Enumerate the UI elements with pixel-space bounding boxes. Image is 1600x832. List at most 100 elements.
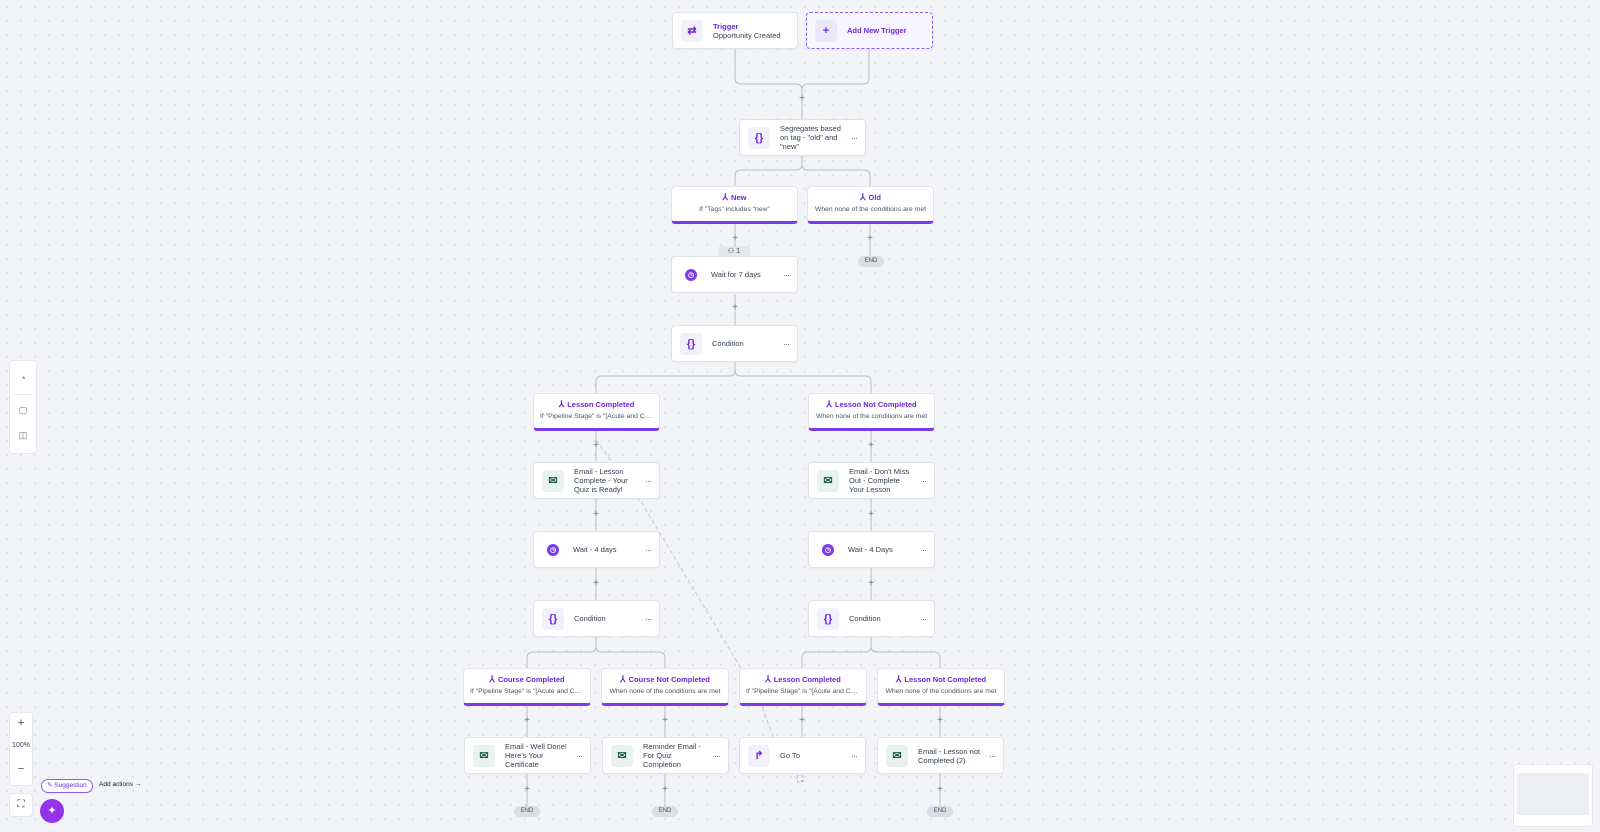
- branch-lesson-not-completed[interactable]: ⅄Lesson Not Completed When none of the c…: [808, 393, 935, 431]
- branch-title: Old: [868, 193, 882, 202]
- branch-icon: ⅄: [765, 674, 771, 684]
- add-step-plus[interactable]: +: [662, 784, 668, 795]
- person-icon: ⚇: [727, 248, 737, 255]
- clock-icon: ◷: [547, 543, 559, 556]
- minimap[interactable]: [1513, 764, 1593, 827]
- add-step-plus[interactable]: +: [732, 302, 738, 313]
- branch-old[interactable]: ⅄Old When none of the conditions are met: [807, 186, 934, 224]
- branch-icon: ⅄: [860, 192, 866, 202]
- branch-icon: ⅄: [489, 674, 495, 684]
- add-step-plus[interactable]: +: [593, 440, 599, 451]
- wait-label: Wait - 4 days: [573, 545, 617, 554]
- branch-subtitle: When none of the conditions are met: [885, 688, 997, 695]
- add-actions-link[interactable]: Add actions →: [99, 781, 141, 788]
- suggestion-button[interactable]: ✎ Suggestion: [41, 779, 93, 793]
- note-icon[interactable]: ◫: [18, 430, 28, 440]
- more-icon[interactable]: ···: [576, 750, 583, 761]
- clock-icon: ◷: [685, 268, 697, 281]
- more-icon[interactable]: ···: [783, 338, 790, 349]
- contacts-count: 1: [736, 248, 741, 255]
- email-certificate-node[interactable]: ✉ Email - Well Done! Here's Your Certifi…: [464, 737, 591, 774]
- condition-label: Condition: [849, 614, 881, 623]
- add-step-plus[interactable]: +: [524, 784, 530, 795]
- add-step-plus[interactable]: +: [524, 715, 530, 726]
- branch-subtitle: If "Tags" includes "new": [699, 206, 770, 213]
- email-dont-miss-node[interactable]: ✉ Email - Don't Miss Out - Complete Your…: [808, 462, 935, 499]
- segregate-node[interactable]: {} Segregates based on tag - "old" and "…: [739, 119, 866, 156]
- goto-node[interactable]: ↱ Go To ···: [739, 737, 866, 774]
- braces-icon: {}: [680, 332, 702, 355]
- email-not-completed-node[interactable]: ✉ Email - Lesson not Completed (2) ···: [877, 737, 1004, 774]
- branch-course-not-completed[interactable]: ⅄Course Not Completed When none of the c…: [601, 668, 729, 706]
- wait-4-days-left-node[interactable]: ◷ Wait - 4 days ···: [533, 531, 660, 568]
- more-icon[interactable]: ···: [920, 475, 927, 486]
- magic-icon[interactable]: ✦: [40, 799, 64, 823]
- email-icon: ✉: [886, 744, 908, 767]
- branch-title: Lesson Completed: [567, 400, 635, 409]
- add-step-plus[interactable]: +: [732, 233, 738, 244]
- end-marker: END: [514, 806, 540, 817]
- condition-node[interactable]: {} Condition ···: [671, 325, 798, 362]
- wait-4-days-right-node[interactable]: ◷ Wait - 4 Days ···: [808, 531, 935, 568]
- branch-new[interactable]: ⅄New If "Tags" includes "new": [671, 186, 798, 224]
- more-icon[interactable]: ···: [645, 475, 652, 486]
- wait-label: Wait for 7 days: [711, 270, 761, 279]
- more-icon[interactable]: ···: [714, 750, 721, 761]
- add-step-plus[interactable]: +: [799, 715, 805, 726]
- more-icon[interactable]: ···: [783, 269, 790, 280]
- more-icon[interactable]: ···: [645, 544, 652, 555]
- more-icon[interactable]: ···: [645, 613, 652, 624]
- zoom-out-button[interactable]: −: [17, 763, 25, 775]
- add-trigger-label: Add New Trigger: [847, 26, 907, 35]
- wait-7-days-node[interactable]: ◷ Wait for 7 days ···: [671, 256, 798, 293]
- condition-left-node[interactable]: {} Condition ···: [533, 600, 660, 637]
- swap-icon: ⇄: [681, 19, 703, 42]
- more-icon[interactable]: ···: [851, 750, 858, 761]
- history-icon[interactable]: ◔: [20, 373, 26, 383]
- add-step-plus[interactable]: +: [868, 578, 874, 589]
- email-icon: ✉: [542, 469, 564, 492]
- add-trigger-button[interactable]: + Add New Trigger: [806, 12, 933, 49]
- branch-lesson-completed[interactable]: ⅄Lesson Completed If "Pipeline Stage" is…: [533, 393, 660, 431]
- add-step-plus[interactable]: +: [593, 578, 599, 589]
- branch-icon: ⅄: [558, 399, 565, 409]
- branch-title: Lesson Not Completed: [834, 400, 917, 409]
- trigger-title: Trigger: [713, 21, 739, 31]
- contacts-badge[interactable]: ⚇ 1: [718, 246, 750, 257]
- more-icon[interactable]: ···: [989, 750, 996, 761]
- goto-icon: ↱: [748, 744, 770, 767]
- add-step-plus[interactable]: +: [937, 784, 943, 795]
- add-step-plus[interactable]: +: [799, 93, 805, 104]
- add-step-plus[interactable]: +: [662, 715, 668, 726]
- add-step-plus[interactable]: +: [868, 440, 874, 451]
- branch-icon: ⅄: [826, 399, 832, 409]
- branch-course-completed[interactable]: ⅄Course Completed If "Pipeline Stage" is…: [463, 668, 591, 706]
- comment-icon[interactable]: ▢: [18, 405, 28, 415]
- email-reminder-node[interactable]: ✉ Reminder Email - For Quiz Completion ·…: [602, 737, 729, 774]
- branch-subtitle: When none of the conditions are met: [609, 688, 721, 695]
- condition-label: Condition: [712, 339, 744, 348]
- email-quiz-ready-node[interactable]: ✉ Email - Lesson Complete - Your Quiz is…: [533, 462, 660, 499]
- sparkle-icon: ✎: [47, 782, 55, 789]
- add-step-plus[interactable]: +: [867, 233, 873, 244]
- condition-right-node[interactable]: {} Condition ···: [808, 600, 935, 637]
- fit-screen-icon[interactable]: ⛶: [9, 793, 33, 817]
- branch-icon: ⅄: [895, 674, 902, 684]
- add-step-plus[interactable]: +: [868, 509, 874, 520]
- clock-icon: ◷: [822, 543, 834, 556]
- more-icon[interactable]: ···: [920, 613, 927, 624]
- more-icon[interactable]: ···: [920, 544, 927, 555]
- zoom-in-button[interactable]: +: [17, 717, 25, 729]
- more-icon[interactable]: ···: [851, 132, 858, 143]
- add-step-plus[interactable]: +: [593, 509, 599, 520]
- braces-icon: {}: [748, 126, 770, 149]
- branch-lesson-completed-2[interactable]: ⅄Lesson Completed If "Pipeline Stage" is…: [739, 668, 867, 706]
- trigger-subtitle: Opportunity Created: [713, 30, 781, 40]
- branch-title: Lesson Not Completed: [904, 675, 987, 684]
- add-step-plus[interactable]: +: [937, 715, 943, 726]
- branch-lesson-not-completed-2[interactable]: ⅄Lesson Not Completed When none of the c…: [877, 668, 1005, 706]
- goto-target-icon: ⛶: [797, 774, 804, 784]
